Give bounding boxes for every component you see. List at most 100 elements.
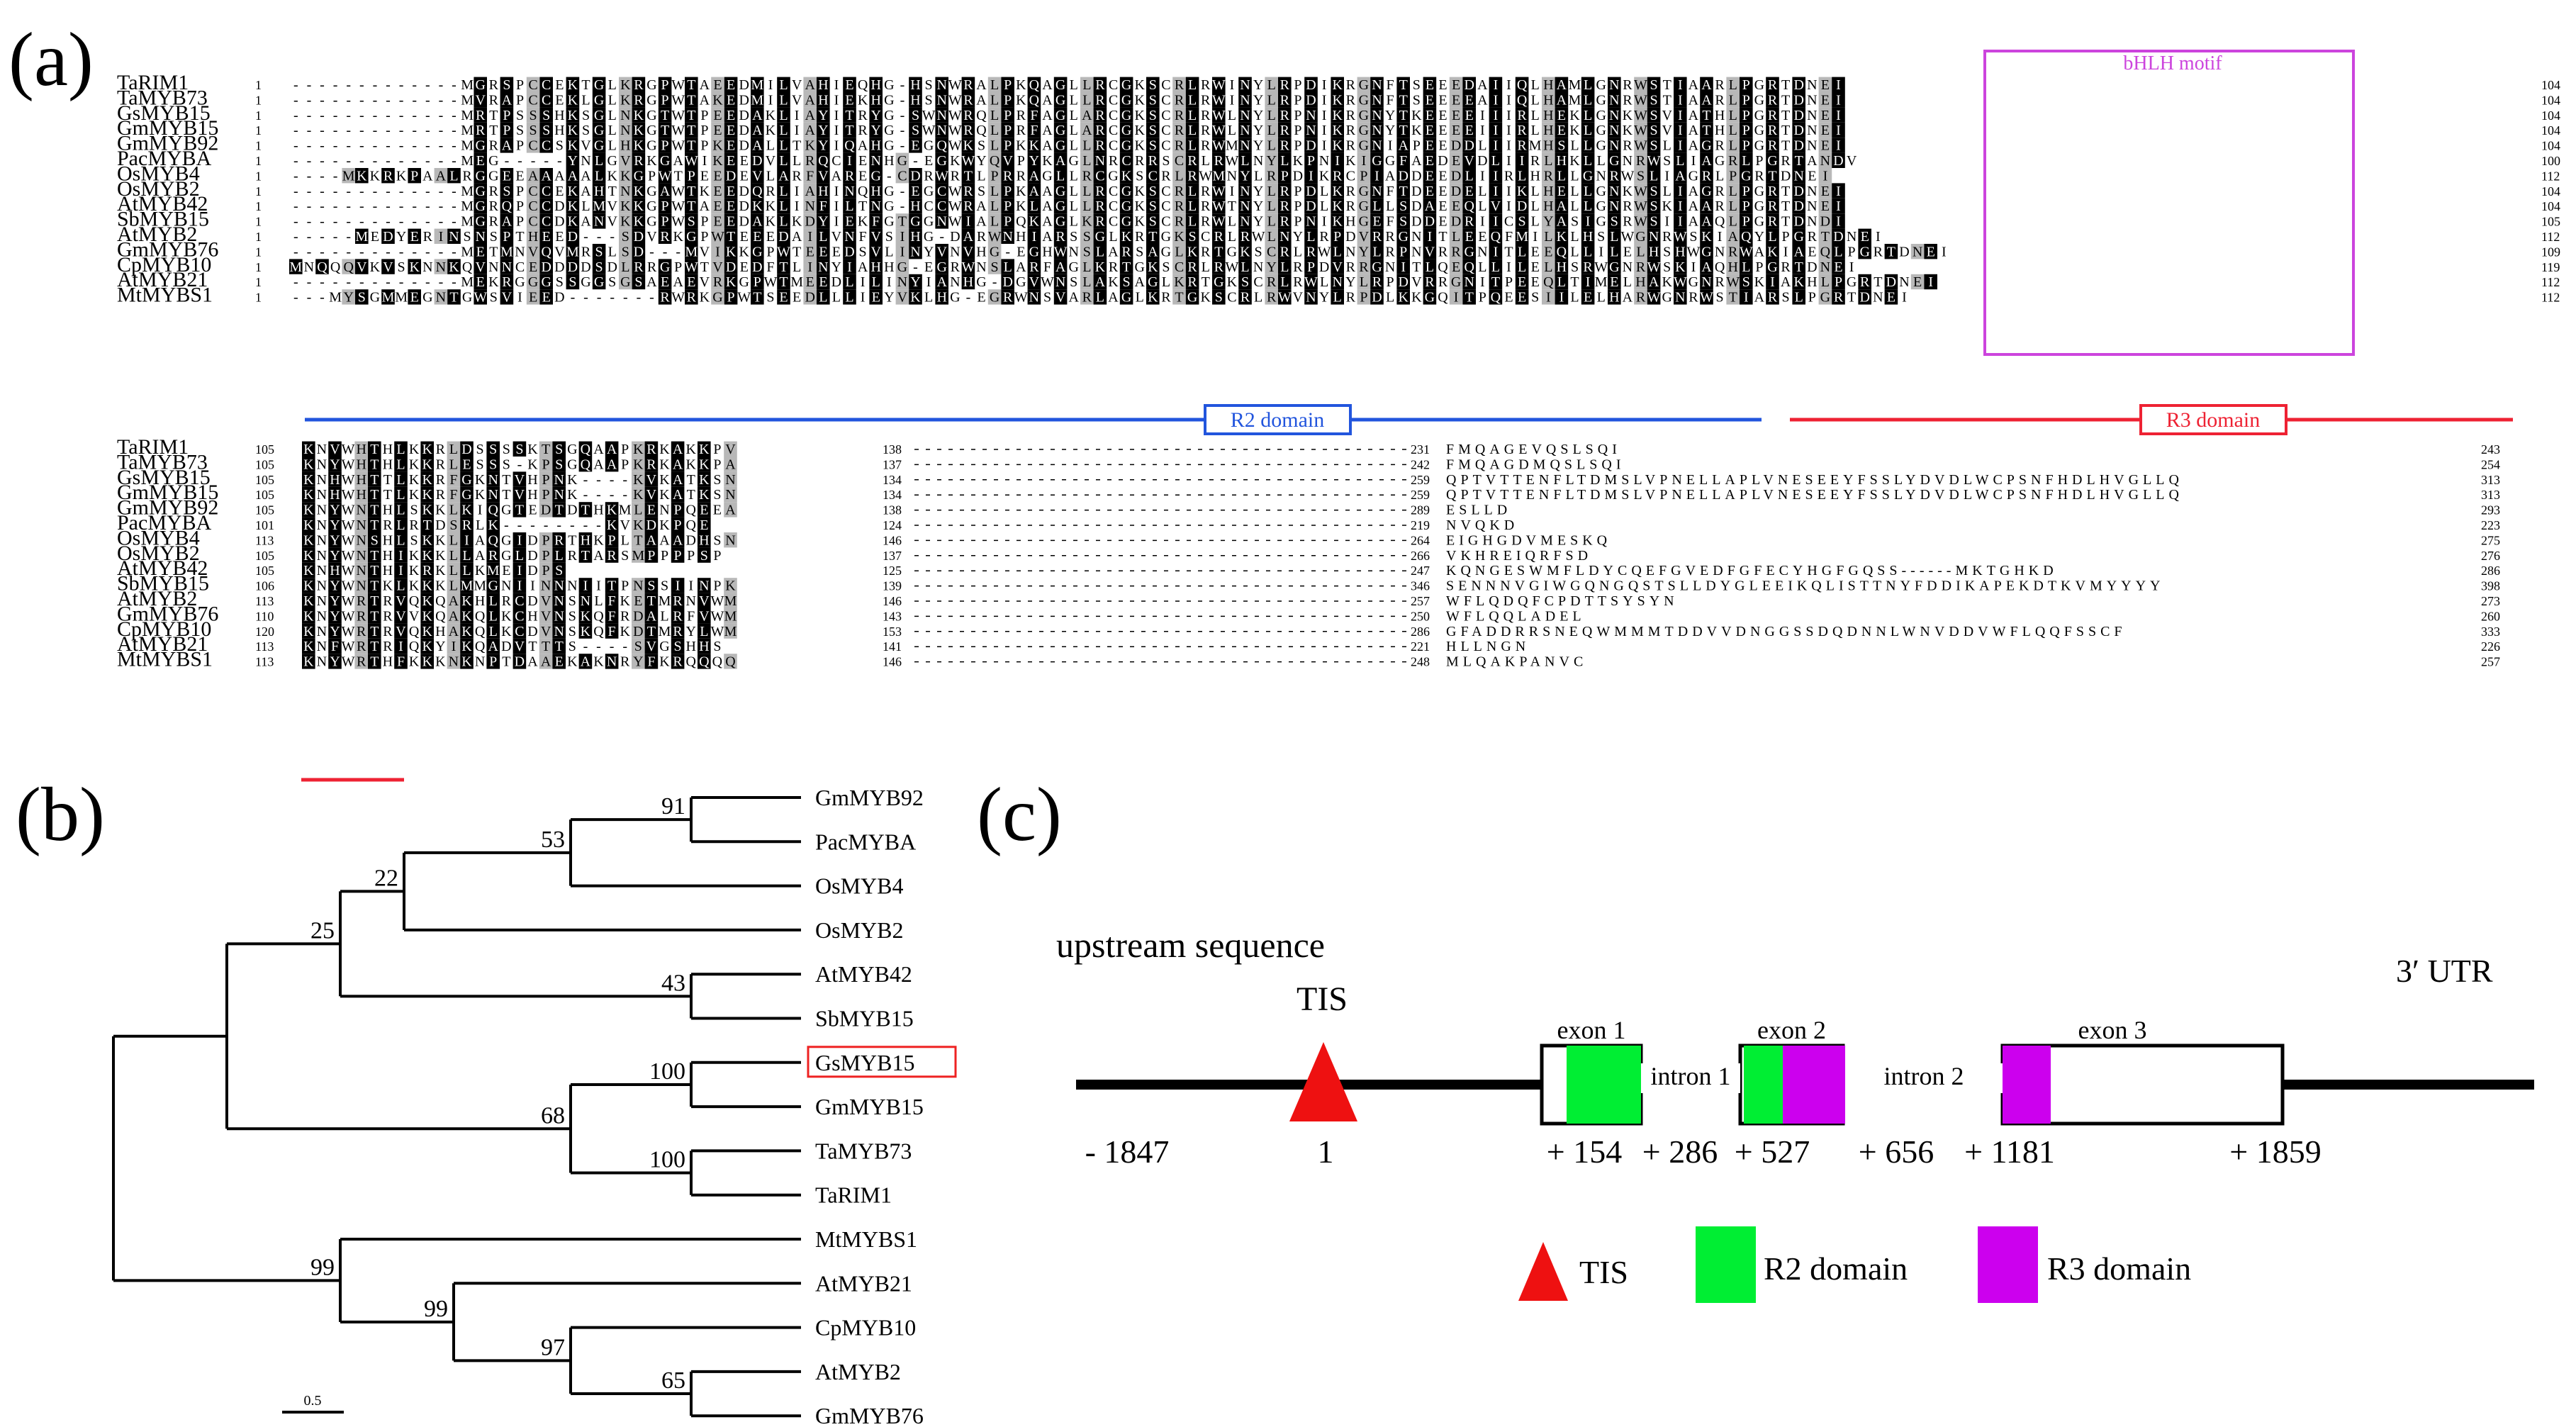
alignment-row-shade (1740, 183, 1753, 198)
alignment-row-residue: P (1742, 108, 1750, 123)
alignment-row-residue: - (359, 153, 364, 169)
alignment-row-residue: R (1874, 244, 1883, 259)
alignment-row-residue: L (1729, 92, 1737, 108)
alignment-row-residue: G (1596, 214, 1606, 230)
alignment-row-b2-residue: Q (685, 517, 696, 533)
alignment-row-residue: L (1228, 214, 1236, 230)
alignment-row-shade (1489, 152, 1503, 168)
alignment-row-residue: H (1543, 138, 1553, 154)
alignment-row-residue: - (412, 274, 417, 290)
alignment-row-shade (1700, 107, 1713, 123)
alignment-row-shade (526, 77, 540, 92)
alignment-row-shade (1146, 122, 1160, 138)
alignment-row-shade (1304, 168, 1318, 184)
alignment-row-residue: S (925, 77, 933, 93)
alignment-row-shade (1542, 152, 1555, 168)
alignment-row-shade (1185, 168, 1199, 184)
alignment-row-residue: L (1070, 168, 1078, 184)
alignment-row-residue: - (412, 138, 417, 154)
alignment-row-shade (526, 198, 540, 214)
alignment-row-residue: E (1452, 77, 1460, 93)
alignment-row-residue: A (1042, 214, 1053, 230)
alignment-mid-b: 346 (1411, 579, 1430, 593)
alignment-row-residue: Y (1543, 214, 1553, 230)
alignment-row-b2-residue: K (422, 503, 432, 518)
alignment-row-residue: I (926, 274, 931, 290)
alignment-row-residue: C (528, 184, 537, 199)
alignment-row-residue: E (911, 138, 919, 154)
alignment-row-residue: L (832, 290, 841, 306)
alignment-right-seq: HLLNGN (1446, 639, 1530, 654)
alignment-row-residue: N (1240, 198, 1250, 214)
alignment-row-b2-residue: A (725, 503, 736, 518)
alignment-row-residue: S (503, 77, 510, 93)
alignment-row-b2-residue: S (713, 487, 721, 503)
alignment-right-seq: QPTVTTENFLTDMSLVPNELLAPLVNESEEYFSSLYDVDL… (1446, 487, 2183, 503)
alignment-row-residue: T (661, 108, 669, 123)
alignment-row-residue: Q (1543, 274, 1554, 290)
alignment-row-shade (1304, 77, 1318, 92)
alignment-row-residue: G (1596, 138, 1606, 154)
alignment-row-residue: I (1374, 168, 1379, 184)
alignment-row-shade (961, 152, 975, 168)
alignment-row-shade (909, 198, 922, 214)
alignment-row-residue: W (685, 153, 698, 169)
alignment-row-b2-residue: - (556, 517, 561, 533)
alignment-row-shade (566, 122, 580, 138)
alignment-row-residue: - (913, 153, 918, 169)
alignment-row-b2-residue: S (489, 457, 497, 472)
alignment-row-residue: K (1623, 108, 1633, 123)
alignment-row-residue: A (1727, 229, 1738, 245)
alignment-row-b2-residue: N (607, 654, 617, 670)
alignment-mid-b: 221 (1411, 639, 1430, 654)
alignment-row-residue: N (1306, 214, 1316, 230)
alignment-row-residue: M (685, 244, 698, 259)
alignment-row-residue: C (1121, 153, 1131, 169)
alignment-row-residue: R (1280, 198, 1290, 214)
alignment-row-residue: A (1689, 77, 1699, 93)
alignment-row-residue: L (1570, 138, 1579, 154)
alignment-row-residue: I (1783, 244, 1788, 259)
alignment-row-b2-residue: N (317, 624, 327, 639)
alignment-row-b2-residue: S (569, 608, 576, 624)
alignment-row-residue: M (1226, 138, 1238, 154)
alignment-row-residue: - (386, 153, 391, 169)
alignment-row-b2-residue: N (317, 563, 327, 578)
alignment-row-shade (817, 92, 830, 108)
alignment-row-residue: - (320, 77, 325, 93)
alignment-start: 1 (255, 260, 262, 274)
alignment-start: 105 (255, 457, 274, 471)
alignment-row-residue: K (370, 259, 381, 275)
alignment-row-residue: N (910, 244, 920, 259)
alignment-row-shade (1462, 122, 1476, 138)
alignment-row-shade (500, 168, 514, 184)
alignment-row-b2-residue: T (502, 487, 510, 503)
alignment-row-residue: E (1438, 214, 1447, 230)
alignment-row-residue: - (439, 198, 444, 214)
alignment-row-b2-residue: T (647, 624, 656, 639)
alignment-row-residue: G (620, 274, 630, 290)
alignment-row-residue: - (320, 290, 325, 306)
alignment-row-residue: A (1042, 108, 1053, 123)
gene-coordinate: + 154 (1547, 1134, 1622, 1170)
alignment-row-residue: D (1781, 168, 1791, 184)
alignment-row-shade (1265, 92, 1278, 108)
alignment-row-residue: - (386, 92, 391, 108)
alignment-row-b2-residue: K (461, 624, 472, 639)
alignment-row-residue: G (1596, 92, 1606, 108)
alignment-row-residue: S (1716, 290, 1724, 306)
alignment-row-b2-residue: K (620, 593, 630, 609)
alignment-row-shade (1331, 152, 1344, 168)
alignment-row-shade (1581, 122, 1595, 138)
alignment-row-residue: P (1742, 198, 1750, 214)
alignment-row-residue: A (581, 184, 591, 199)
alignment-row-residue: I (795, 108, 800, 123)
gene-coordinate: + 286 (1642, 1134, 1718, 1170)
alignment-row-residue: T (1465, 290, 1474, 306)
alignment-row-residue: E (1887, 290, 1895, 306)
alignment-row-residue: R (1241, 229, 1250, 245)
alignment-row-shade (803, 107, 817, 123)
alignment-row-residue: S (766, 290, 774, 306)
alignment-row-b2-residue: N (356, 532, 366, 548)
alignment-row-b2-residue: P (542, 457, 550, 472)
